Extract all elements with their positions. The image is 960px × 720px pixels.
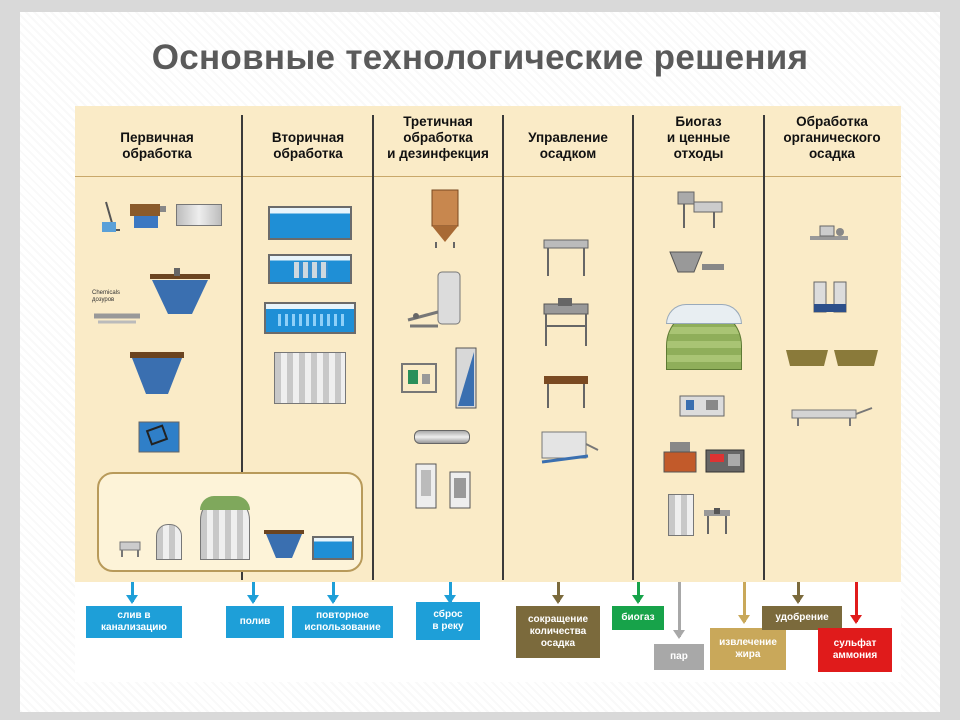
belt-press-icon xyxy=(542,238,590,278)
output-fertilizer: удобрение xyxy=(762,606,842,630)
output-drain: слив в канализацию xyxy=(86,606,182,638)
arrow-fertilizer xyxy=(792,582,804,604)
flotation-unit-icon xyxy=(148,268,212,324)
pipe-rack-icon xyxy=(92,302,144,326)
column-divider xyxy=(241,115,243,580)
uv-reactor-icon xyxy=(414,430,470,444)
chlorine-tank-icon xyxy=(454,346,478,412)
output-ammonium-sulfate: сульфат аммония xyxy=(818,628,892,672)
output-river-discharge: сброс в реку xyxy=(416,602,480,640)
clarifier-icon xyxy=(262,528,306,560)
arrow-reuse xyxy=(327,582,339,604)
column-divider xyxy=(372,115,374,580)
chp-unit-icon xyxy=(678,394,726,418)
column-header-sludge: Управление осадком xyxy=(528,130,608,161)
column-divider xyxy=(632,115,634,580)
pressure-filter-icon xyxy=(404,266,466,336)
sand-filter-icon xyxy=(428,188,462,250)
storage-silo-icon xyxy=(156,524,182,560)
column-header-biogas: Биогаз и ценные отходы xyxy=(666,114,731,161)
page-title: Основные технологические решения xyxy=(151,38,809,77)
dryer-icon xyxy=(542,372,590,410)
small-unit-icon xyxy=(118,538,142,558)
screw-press-icon xyxy=(538,430,600,472)
ro-unit-icon xyxy=(414,462,438,510)
grease-separator-icon xyxy=(702,506,732,536)
column-header-organic: Обработка органического осадка xyxy=(783,114,881,161)
column-header-tertiary: Третичная обработка и дезинфекция xyxy=(387,114,489,161)
output-grease-recovery: извлечение жира xyxy=(710,628,786,670)
screen-equipment-icon xyxy=(100,200,124,234)
arrow-irrigation xyxy=(247,582,259,604)
stripping-column-icon xyxy=(810,280,854,314)
arrow-steam xyxy=(673,582,685,639)
aeration-tank-icon xyxy=(268,206,352,240)
output-steam: пар xyxy=(654,644,704,670)
mixing-tank-icon xyxy=(137,420,181,454)
diffuser-icon xyxy=(274,314,346,326)
header-divider xyxy=(75,176,901,177)
grit-separator-icon xyxy=(128,200,168,230)
arrow-drain xyxy=(126,582,138,604)
output-biogas: биогаз xyxy=(612,606,664,630)
arrow-grease xyxy=(738,582,750,624)
compact-unit-icon xyxy=(176,204,222,226)
sedimentation-tank-icon xyxy=(128,350,186,400)
chemicals-label: Chemicals дозуров xyxy=(92,290,121,303)
arrow-ammonium-sulfate xyxy=(850,582,862,624)
output-sludge-reduction: сокращение количества осадка xyxy=(516,606,600,658)
receiving-hopper-icon xyxy=(668,248,726,278)
membrane-module-icon xyxy=(294,262,328,278)
ozone-unit-icon xyxy=(448,470,472,510)
column-header-secondary: Вторичная обработка xyxy=(271,130,345,161)
output-reuse: повторное использование xyxy=(292,606,393,638)
depackager-icon xyxy=(674,190,724,230)
column-header-primary: Первичная обработка xyxy=(120,130,194,161)
storage-tank-icon xyxy=(274,352,346,404)
dosing-pump-icon xyxy=(806,222,852,246)
arrow-river xyxy=(444,582,456,604)
uv-skid-icon xyxy=(400,360,438,396)
grease-tank-icon xyxy=(668,494,694,536)
composting-beds-icon xyxy=(784,346,880,368)
column-divider xyxy=(502,115,504,580)
digester-dome-icon xyxy=(200,496,250,510)
water-tank-icon xyxy=(312,536,354,560)
fertilizer-dryer-icon xyxy=(790,404,874,428)
control-panel-icon xyxy=(704,448,746,474)
centrifuge-icon xyxy=(538,296,594,348)
boiler-icon xyxy=(662,440,698,474)
arrow-sludge-reduction xyxy=(552,582,564,604)
gas-holder-dome-icon xyxy=(666,304,742,324)
arrow-biogas xyxy=(632,582,644,604)
column-divider xyxy=(763,115,765,580)
output-irrigation: полив xyxy=(226,606,284,638)
